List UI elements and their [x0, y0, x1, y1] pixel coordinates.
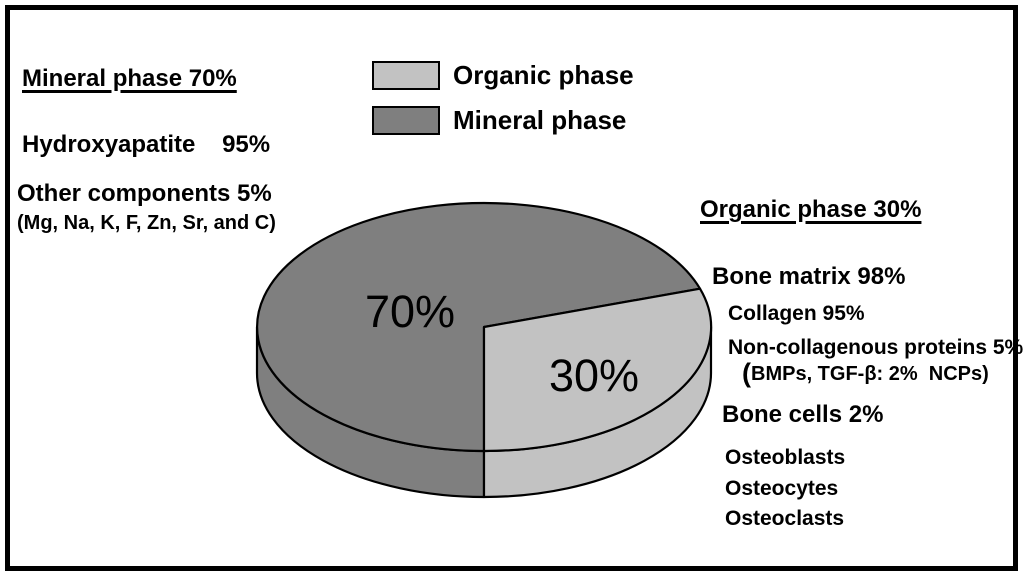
legend-label-organic: Organic phase [453, 60, 634, 90]
osteoblasts-line: Osteoblasts [725, 446, 846, 469]
osteoclasts-line: Osteoclasts [725, 507, 845, 530]
pie-slice-organic [482, 287, 713, 453]
other-components-line: Other components 5% [17, 180, 272, 207]
bmps-open-paren: ( [742, 358, 751, 388]
bmps-line: (BMPs, TGF-β: 2% NCPs) [742, 358, 989, 389]
legend-swatch-organic [372, 61, 440, 90]
collagen-line: Collagen 95% [728, 302, 865, 325]
bone-cells-line: Bone cells 2% [722, 401, 884, 428]
bmps-text: BMPs, TGF-β: 2% NCPs) [751, 363, 989, 385]
mineral-elements-line: (Mg, Na, K, F, Zn, Sr, and C) [17, 212, 276, 234]
legend-label-mineral: Mineral phase [453, 105, 627, 135]
organic-phase-heading: Organic phase 30% [700, 196, 922, 223]
mineral-phase-heading: Mineral phase 70% [22, 65, 237, 92]
pie-slice-mineral [256, 201, 702, 453]
legend-item-organic: Organic phase [372, 60, 634, 91]
legend-swatch-mineral [372, 106, 440, 135]
hydroxyapatite-line: Hydroxyapatite 95% [22, 131, 271, 158]
pie-label-organic-30: 30% [548, 350, 640, 401]
osteocytes-line: Osteocytes [725, 477, 839, 500]
pie-label-mineral-70: 70% [364, 286, 456, 337]
non-collagenous-line: Non-collagenous proteins 5% [728, 336, 1024, 359]
bone-matrix-line: Bone matrix 98% [712, 263, 906, 290]
legend-item-mineral: Mineral phase [372, 105, 626, 136]
